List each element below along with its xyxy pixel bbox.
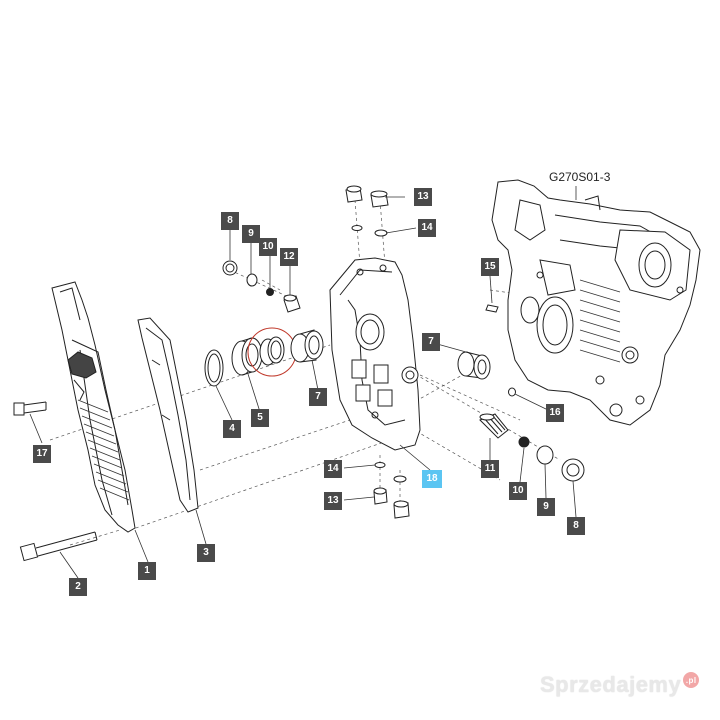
part-tag-5[interactable]: 5 <box>251 409 269 427</box>
watermark: Sprzedajemy .pl <box>540 672 700 698</box>
part-tag-10-right[interactable]: 10 <box>509 482 527 500</box>
part-tag-18-highlighted[interactable]: 18 <box>422 470 442 488</box>
part-tag-7-right[interactable]: 7 <box>422 333 440 351</box>
part-10-ball-right <box>518 436 530 448</box>
leader-lines <box>29 186 577 579</box>
part-tag-15[interactable]: 15 <box>481 258 499 276</box>
drawing-reference-code: G270S01-3 <box>549 170 611 184</box>
part-tag-8-top[interactable]: 8 <box>221 212 239 230</box>
part-12-stud <box>283 294 301 313</box>
part-14-washer-top <box>351 225 388 237</box>
part-16-ring <box>508 387 516 397</box>
part-tag-14-bottom[interactable]: 14 <box>324 460 342 478</box>
part-10-ball-top <box>266 288 274 296</box>
part-13-plug-top <box>345 185 389 208</box>
part-2-long-bolt <box>19 531 98 562</box>
part-tag-9-right[interactable]: 9 <box>537 498 555 516</box>
part-15-pin <box>485 304 499 313</box>
part-5-bearing <box>231 337 263 376</box>
part-tag-11[interactable]: 11 <box>481 460 499 478</box>
watermark-text: Sprzedajemy <box>540 672 682 697</box>
watermark-suffix-badge: .pl <box>683 672 700 688</box>
part-tag-13-top[interactable]: 13 <box>414 188 432 206</box>
part-7-needle-bearing-left <box>290 329 324 363</box>
gearbox-housing <box>491 179 701 426</box>
part-tag-7-left[interactable]: 7 <box>309 388 327 406</box>
part-8-cap-top <box>222 260 238 276</box>
part-tag-8-right[interactable]: 8 <box>567 517 585 535</box>
part-tag-9-top[interactable]: 9 <box>242 225 260 243</box>
circled-part <box>247 327 297 377</box>
part-9-ring-top <box>246 273 258 287</box>
part-tag-2[interactable]: 2 <box>69 578 87 596</box>
part-tag-12[interactable]: 12 <box>280 248 298 266</box>
part-1-cover <box>51 281 136 533</box>
part-tag-1[interactable]: 1 <box>138 562 156 580</box>
part-7-needle-bearing-right <box>457 351 491 380</box>
part-tag-14-top[interactable]: 14 <box>418 219 436 237</box>
part-4-o-ring <box>204 349 224 387</box>
part-tag-13-bottom[interactable]: 13 <box>324 492 342 510</box>
part-11-threaded-plug <box>479 413 509 439</box>
part-tag-17[interactable]: 17 <box>33 445 51 463</box>
part-tag-10-top[interactable]: 10 <box>259 238 277 256</box>
part-3-gasket <box>137 317 199 513</box>
part-17-short-bolt <box>13 401 47 416</box>
part-13-plug-bottom <box>373 487 410 519</box>
part-tag-16[interactable]: 16 <box>546 404 564 422</box>
part-18-housing <box>329 257 421 451</box>
part-tag-4[interactable]: 4 <box>223 420 241 438</box>
part-tag-3[interactable]: 3 <box>197 544 215 562</box>
part-9-ring-right <box>536 445 554 465</box>
part-8-cap-right <box>561 458 585 482</box>
